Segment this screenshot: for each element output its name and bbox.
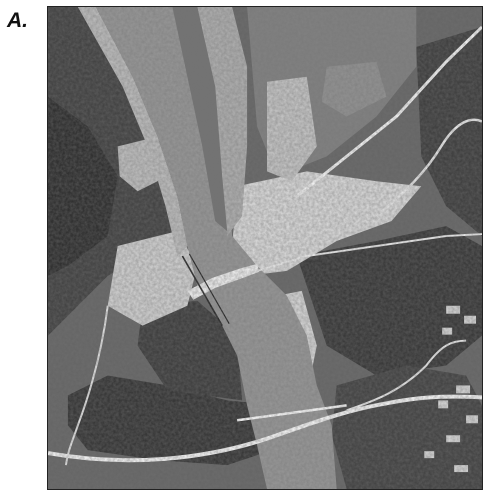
aerial-photograph bbox=[47, 6, 483, 490]
figure-panel-label: A. bbox=[7, 9, 28, 32]
aerial-photo-drawing bbox=[48, 7, 482, 489]
film-grain-overlay bbox=[48, 7, 482, 489]
